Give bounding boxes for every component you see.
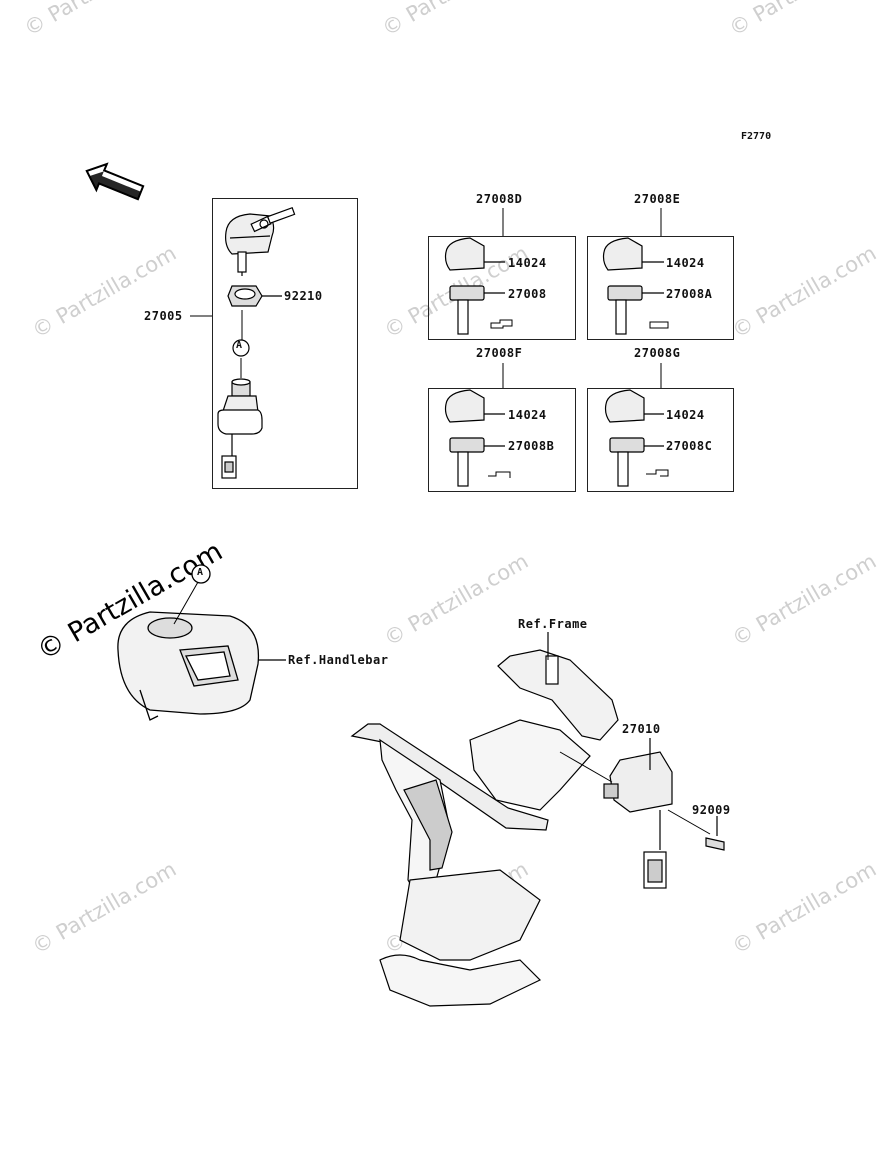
kit-e-cap-label: 14024 xyxy=(666,256,705,270)
key-blank-icon xyxy=(449,437,511,487)
key-cap-icon xyxy=(604,389,664,423)
kit-g-key-label: 27008C xyxy=(666,439,713,453)
ref-a2-label: A xyxy=(197,567,204,578)
switch-module-icon xyxy=(559,738,725,889)
kit-f-key-label: 27008B xyxy=(508,439,555,453)
kit-g-label: 27008G xyxy=(634,346,681,360)
kit-d-key-label: 27008 xyxy=(508,287,547,301)
kit-g-box xyxy=(587,388,734,492)
front-arrow-icon xyxy=(85,162,145,201)
key-blank-icon xyxy=(609,437,669,487)
kit-e-box xyxy=(587,236,734,340)
kit-e-label: 27008E xyxy=(634,192,681,206)
kit-d-cap-label: 14024 xyxy=(508,256,547,270)
kit-f-cap-label: 14024 xyxy=(508,408,547,422)
kit-g-cap-label: 14024 xyxy=(666,408,705,422)
key-cap-icon xyxy=(444,389,505,423)
switch-label: 27010 xyxy=(622,722,661,736)
handlebar-cover-icon xyxy=(117,564,286,721)
key-cap-icon xyxy=(602,237,664,271)
nut-label: 92210 xyxy=(284,289,323,303)
nut-icon xyxy=(227,285,282,340)
ignition-key-icon xyxy=(225,206,296,276)
assembly-box xyxy=(212,198,358,489)
ref-handlebar-label: Ref.Handlebar xyxy=(288,653,389,667)
kit-e-key-label: 27008A xyxy=(666,287,713,301)
kit-d-label: 27008D xyxy=(476,192,523,206)
kit-f-box xyxy=(428,388,576,492)
kit-d-box xyxy=(428,236,576,340)
key-cap-icon xyxy=(444,237,505,271)
ref-a-label: A xyxy=(236,340,243,351)
key-blank-icon xyxy=(449,285,513,335)
assy-label: 27005 xyxy=(144,309,183,323)
bolt-label: 92009 xyxy=(692,803,731,817)
ignition-switch-icon xyxy=(217,339,263,479)
diagram-code: F2770 xyxy=(741,131,772,142)
key-blank-icon xyxy=(607,285,669,335)
ref-frame-label: Ref.Frame xyxy=(518,617,588,631)
kit-f-label: 27008F xyxy=(476,346,523,360)
frame-icon xyxy=(350,632,619,1007)
